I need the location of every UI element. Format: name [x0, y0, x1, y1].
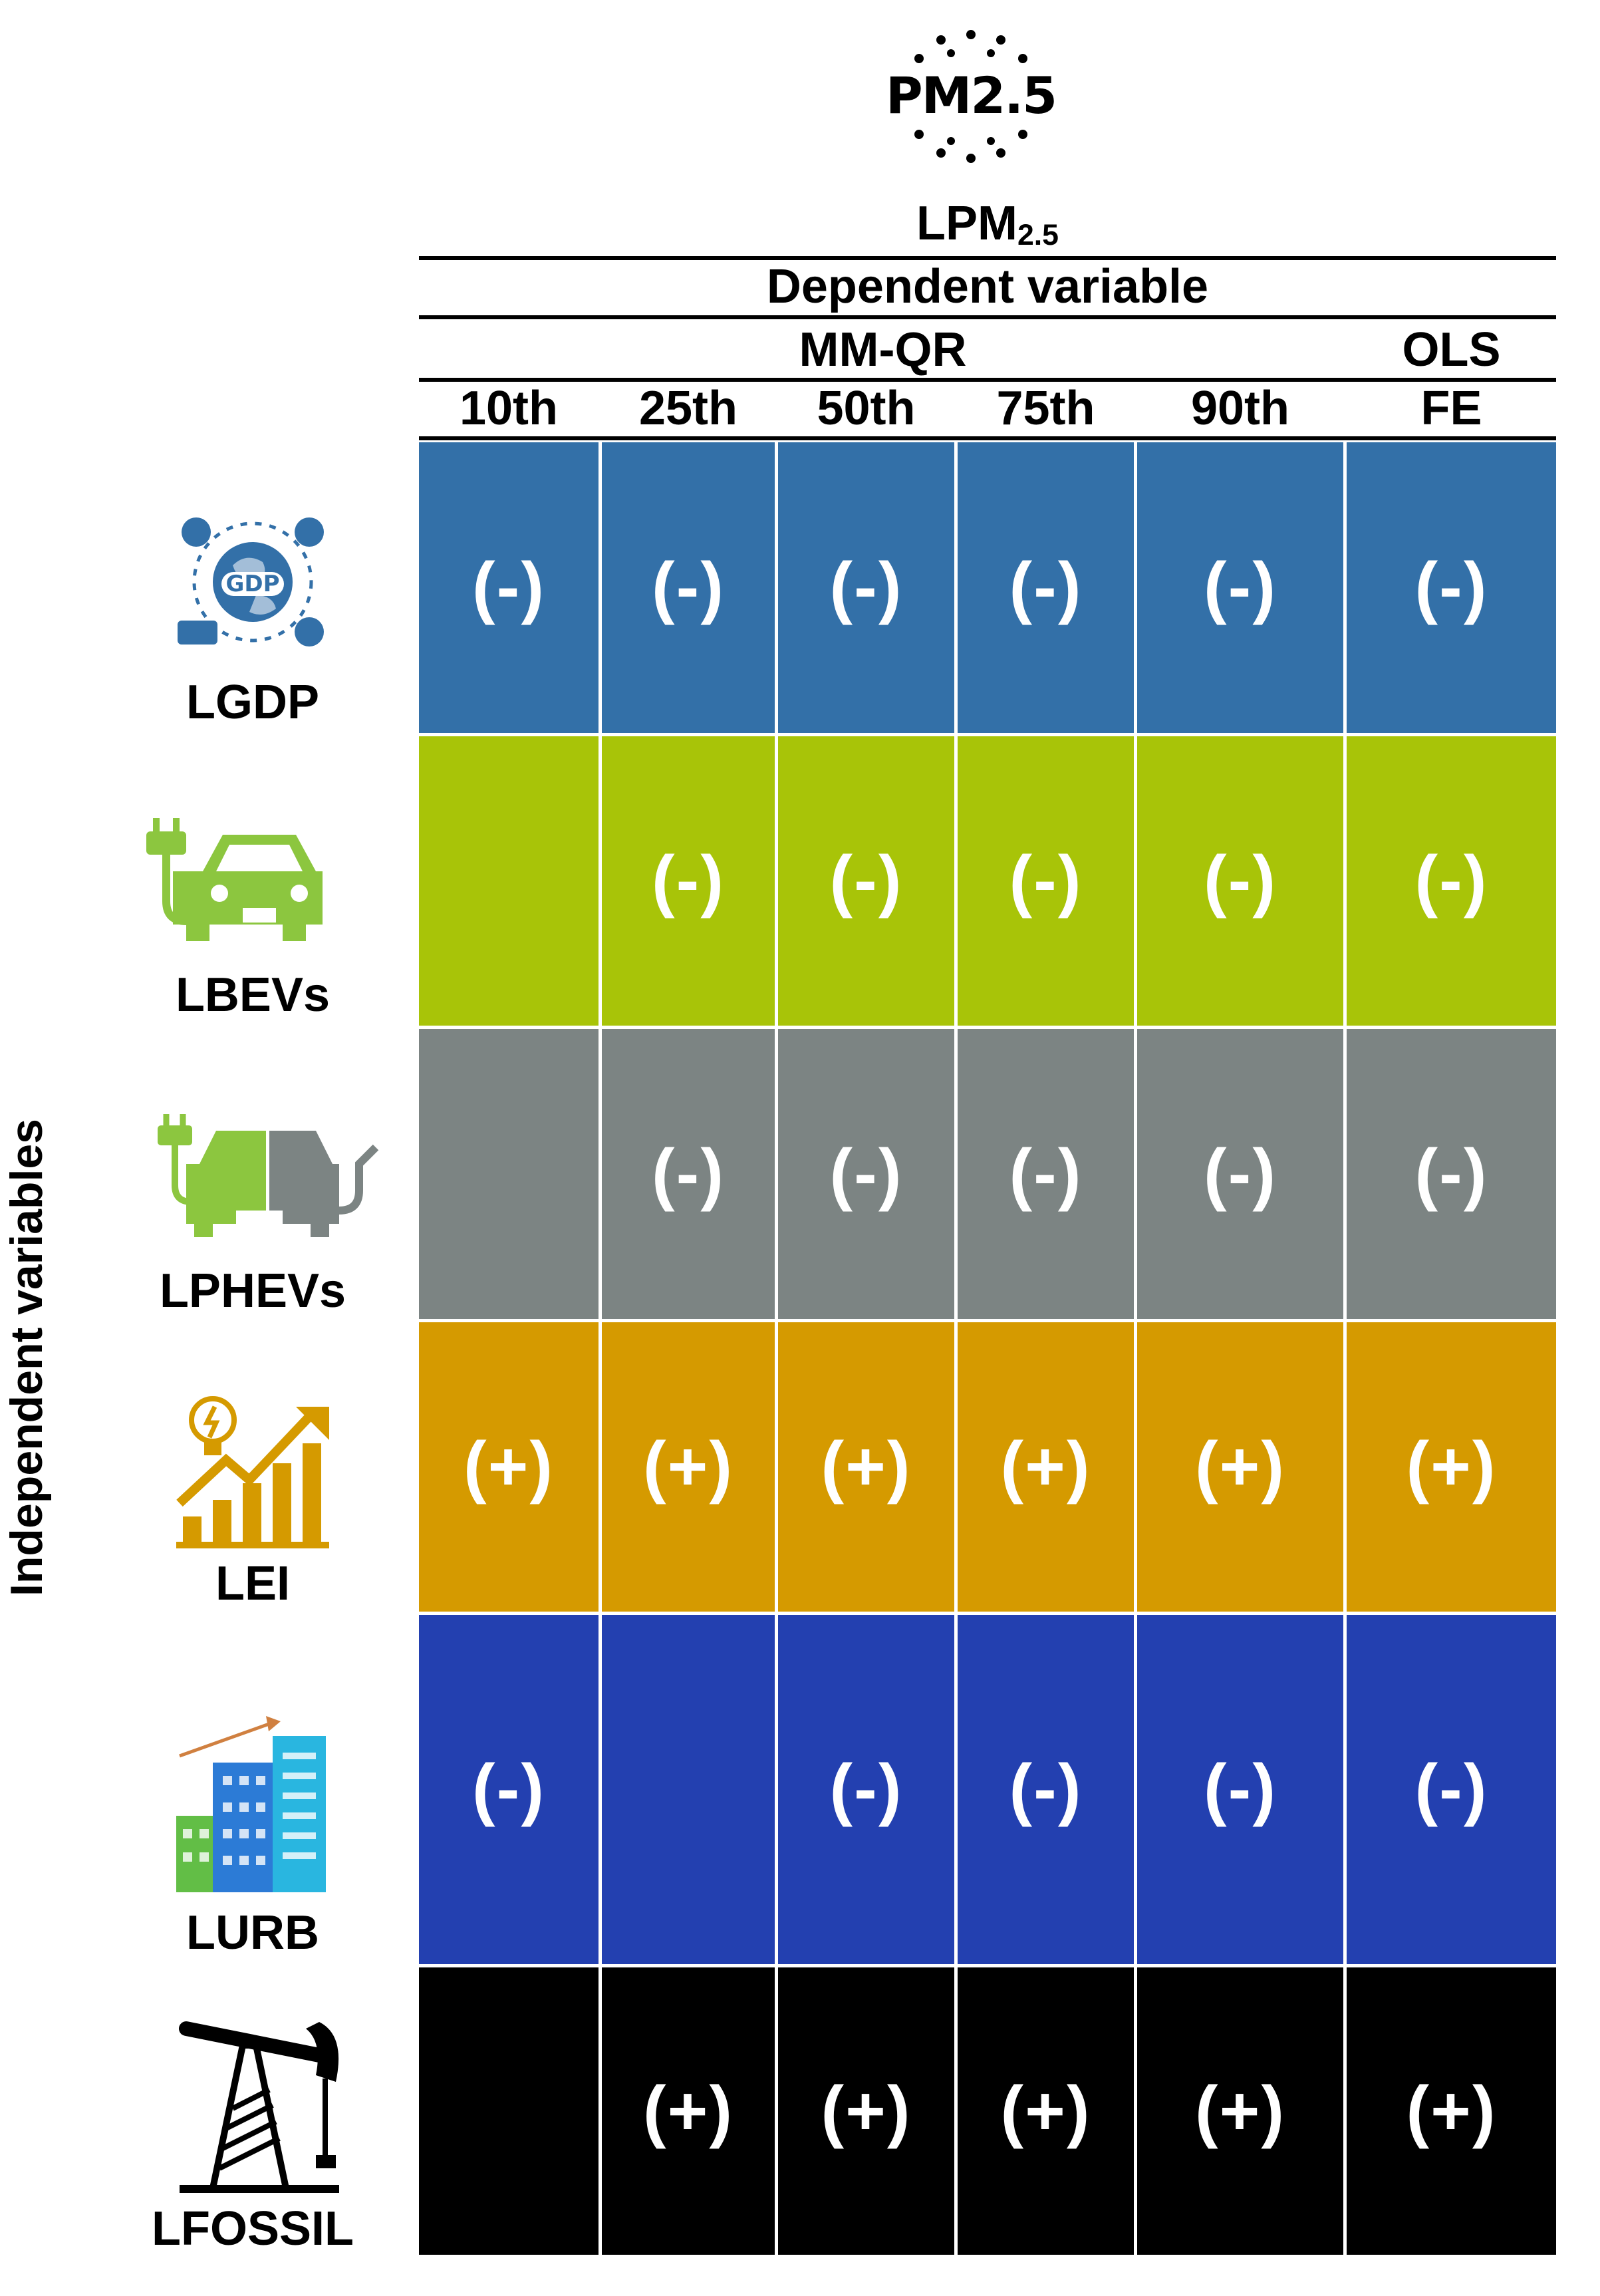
- row-label-lgdp: LGDP: [186, 676, 319, 729]
- row-label-lphevs: LPHEVs: [159, 1264, 346, 1318]
- dependent-variable-name: LPM2.5: [419, 200, 1556, 251]
- cell-lbevs-4: (-): [1137, 736, 1343, 1026]
- energy-growth-icon: [176, 1396, 329, 1548]
- cell-lphevs-0: [419, 1029, 599, 1319]
- cell-lurb-4: (-): [1137, 1615, 1343, 1964]
- header-rule-lower: [419, 378, 1556, 382]
- city-buildings-icon: [176, 1716, 326, 1892]
- cell-lfossil-3: (+): [958, 1967, 1134, 2255]
- column-header-0: 10th: [459, 382, 559, 435]
- dependent-variable-label: Dependent variable: [766, 260, 1209, 313]
- cell-lfossil-5: (+): [1347, 1967, 1556, 2255]
- column-header-1: 25th: [638, 382, 738, 435]
- cell-lei-0: (+): [419, 1322, 599, 1612]
- cell-lei-5: (+): [1347, 1322, 1556, 1612]
- cell-lphevs-4: (-): [1137, 1029, 1343, 1319]
- cell-lei-1: (+): [602, 1322, 775, 1612]
- pm25-icon-label: PM2.5: [886, 66, 1056, 125]
- cell-lbevs-2: (-): [778, 736, 954, 1026]
- hybrid-car-icon: [158, 1114, 379, 1237]
- cell-lgdp-1: (-): [602, 442, 775, 733]
- row-label-lfossil: LFOSSIL: [152, 2202, 354, 2255]
- cell-lurb-0: (-): [419, 1615, 599, 1964]
- row-label-lbevs: LBEVs: [175, 968, 331, 1022]
- cell-lfossil-2: (+): [778, 1967, 954, 2255]
- row-label-lurb: LURB: [186, 1906, 319, 1959]
- column-header-3: 75th: [996, 382, 1095, 435]
- row-label-lei: LEI: [215, 1557, 290, 1610]
- cell-lurb-2: (-): [778, 1615, 954, 1964]
- cell-lbevs-1: (-): [602, 736, 775, 1026]
- cell-lbevs-3: (-): [958, 736, 1134, 1026]
- cell-lei-3: (+): [958, 1322, 1134, 1612]
- cell-lurb-5: (-): [1347, 1615, 1556, 1964]
- cell-lgdp-5: (-): [1347, 442, 1556, 733]
- header-rule-top: [419, 256, 1556, 260]
- independent-variables-label: Independent variables: [1, 1119, 52, 1596]
- cell-lfossil-0: [419, 1967, 599, 2255]
- cell-lei-4: (+): [1137, 1322, 1343, 1612]
- cell-lphevs-2: (-): [778, 1029, 954, 1319]
- cell-lgdp-0: (-): [419, 442, 599, 733]
- gdp-icon-text: GDP: [225, 571, 279, 597]
- cell-lei-2: (+): [778, 1322, 954, 1612]
- mmqr-label: MM-QR: [799, 323, 967, 376]
- cell-lgdp-2: (-): [778, 442, 954, 733]
- variable-subscript: 2.5: [1017, 219, 1059, 252]
- oil-pump-icon: [179, 2021, 339, 2193]
- cell-lurb-3: (-): [958, 1615, 1134, 1964]
- pm25-particle-icon: PM2.5: [886, 30, 1057, 163]
- cell-lgdp-4: (-): [1137, 442, 1343, 733]
- gdp-globe-icon: GDP: [178, 517, 324, 646]
- cell-lbevs-0: [419, 736, 599, 1026]
- cell-lbevs-5: (-): [1347, 736, 1556, 1026]
- column-header-2: 50th: [817, 382, 916, 435]
- variable-name: LPM: [916, 197, 1017, 250]
- column-header-4: 90th: [1190, 382, 1290, 435]
- cell-lphevs-1: (-): [602, 1029, 775, 1319]
- header-rule-bottom: [419, 436, 1556, 440]
- electric-car-icon: [146, 818, 323, 941]
- cell-lgdp-3: (-): [958, 442, 1134, 733]
- cell-lphevs-5: (-): [1347, 1029, 1556, 1319]
- cell-lfossil-1: (+): [602, 1967, 775, 2255]
- cell-lphevs-3: (-): [958, 1029, 1134, 1319]
- column-header-5: FE: [1420, 382, 1482, 435]
- cell-lfossil-4: (+): [1137, 1967, 1343, 2255]
- cell-lurb-1: [602, 1615, 775, 1964]
- ols-label: OLS: [1402, 323, 1501, 376]
- header-rule-middle: [419, 315, 1556, 319]
